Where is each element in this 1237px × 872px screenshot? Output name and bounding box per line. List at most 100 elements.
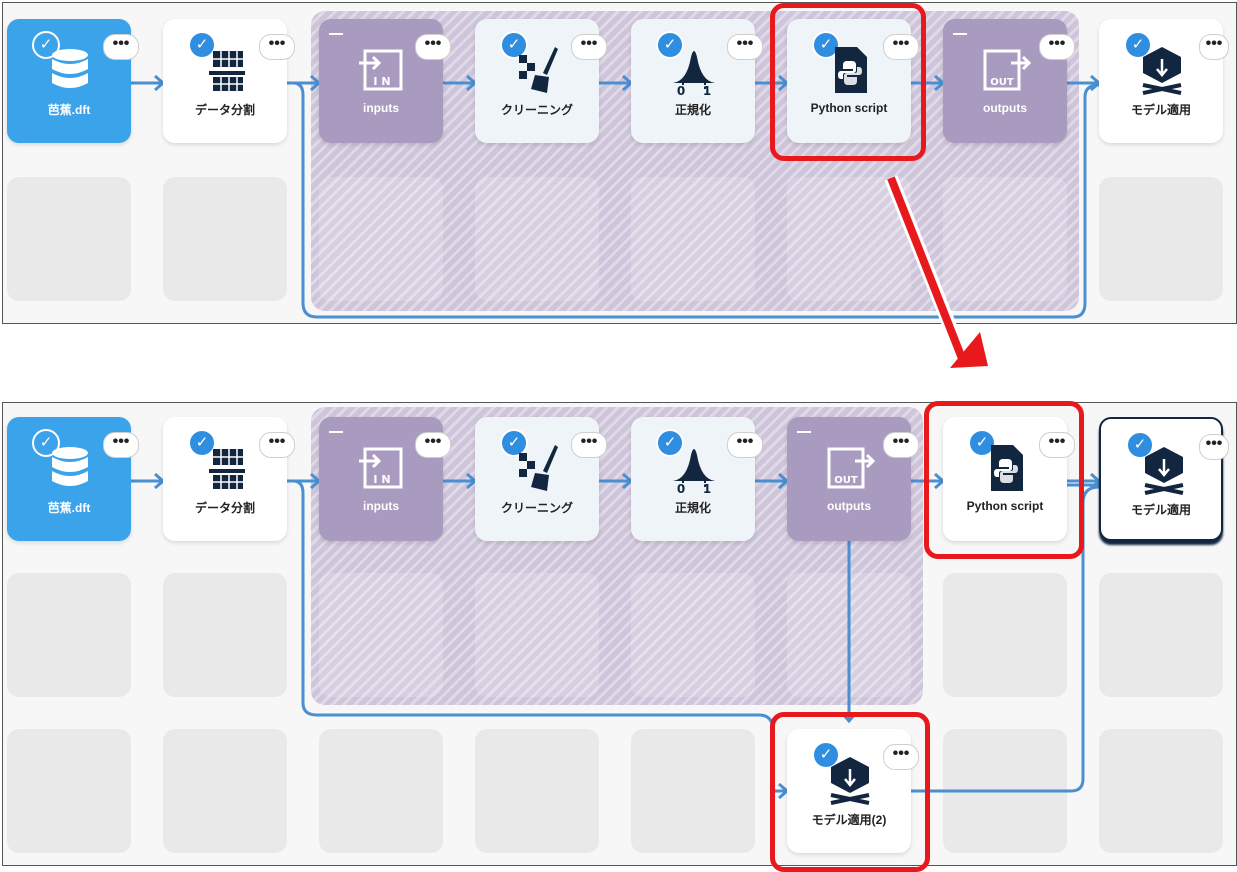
model-cube-icon [1142, 47, 1182, 95]
model-cube-icon [830, 757, 870, 805]
check-icon: ✓ [656, 31, 684, 59]
more-menu-button[interactable]: ••• [571, 34, 607, 60]
node-inputs[interactable]: ••• I N inputs [319, 19, 451, 143]
node-label: 芭蕉.dft [47, 103, 91, 117]
more-menu-button[interactable]: ••• [1199, 434, 1229, 460]
python-file-icon [991, 445, 1023, 491]
node-label: inputs [363, 499, 399, 513]
empty-slot[interactable] [1099, 729, 1223, 853]
node-cleaning[interactable]: ✓ ••• クリーニング [475, 417, 607, 541]
database-icon [52, 49, 88, 88]
more-menu-button[interactable]: ••• [103, 432, 139, 458]
empty-slot[interactable] [1099, 573, 1223, 697]
output-icon: OUT [827, 447, 875, 489]
check-icon: ✓ [500, 429, 528, 457]
empty-slot[interactable] [7, 177, 131, 301]
empty-slot[interactable] [163, 729, 287, 853]
check-icon: ✓ [968, 429, 996, 457]
node-label: データ分割 [194, 103, 255, 117]
output-icon: OUT [983, 49, 1031, 91]
svg-text:0: 0 [677, 84, 685, 95]
node-apply-model[interactable]: ✓ ••• モデル適用 [1099, 417, 1229, 541]
python-file-icon [835, 47, 867, 93]
node-apply-model[interactable]: ✓ ••• モデル適用 [1099, 19, 1229, 143]
check-icon: ✓ [188, 429, 216, 457]
more-menu-button[interactable]: ••• [259, 432, 295, 458]
bell-curve-icon: 0 1 [673, 449, 715, 493]
more-menu-button[interactable]: ••• [1039, 432, 1075, 458]
node-apply-model-2[interactable]: ✓ ••• モデル適用(2) [787, 729, 919, 853]
check-icon: ✓ [1124, 31, 1152, 59]
svg-text:I N: I N [373, 75, 390, 88]
node-label: クリーニング [500, 501, 573, 515]
check-icon: ✓ [500, 31, 528, 59]
node-label: 芭蕉.dft [47, 501, 91, 515]
more-menu-button[interactable]: ••• [1039, 34, 1075, 60]
more-menu-button[interactable]: ••• [883, 432, 919, 458]
more-menu-button[interactable]: ••• [415, 34, 451, 60]
empty-slot[interactable] [1099, 177, 1223, 301]
node-source[interactable]: ✓ ••• 芭蕉.dft [7, 19, 139, 143]
node-label: outputs [827, 499, 871, 513]
node-normalize[interactable]: ✓ ••• 0 1 正規化 [631, 417, 763, 541]
empty-slot[interactable] [163, 573, 287, 697]
check-icon: ✓ [812, 741, 840, 769]
more-menu-button[interactable]: ••• [883, 744, 919, 770]
empty-slot[interactable] [631, 729, 755, 853]
more-menu-button[interactable]: ••• [1199, 34, 1229, 60]
collapse-icon[interactable] [329, 431, 343, 433]
empty-slot[interactable] [319, 729, 443, 853]
node-outputs[interactable]: ••• OUT outputs [787, 417, 919, 541]
node-python-script[interactable]: ✓ ••• Python script [943, 417, 1075, 541]
node-cleaning[interactable]: ✓ ••• クリーニング [475, 19, 607, 143]
svg-text:1: 1 [703, 482, 711, 493]
more-menu-button[interactable]: ••• [259, 34, 295, 60]
node-label: モデル適用 [1130, 103, 1191, 117]
split-grid-icon [209, 51, 245, 91]
check-icon: ✓ [1126, 431, 1154, 459]
svg-text:OUT: OUT [834, 475, 858, 486]
node-label: データ分割 [194, 501, 255, 515]
collapse-icon[interactable] [797, 431, 811, 433]
input-icon: I N [359, 447, 403, 489]
highlight-box [770, 712, 930, 872]
node-source[interactable]: ✓ ••• 芭蕉.dft [7, 417, 139, 541]
more-menu-button[interactable]: ••• [103, 34, 139, 60]
empty-slot[interactable] [475, 729, 599, 853]
empty-slot[interactable] [943, 573, 1067, 697]
check-icon: ✓ [656, 429, 684, 457]
model-cube-icon [1144, 447, 1184, 495]
node-inputs[interactable]: ••• I N inputs [319, 417, 451, 541]
more-menu-button[interactable]: ••• [883, 34, 919, 60]
more-menu-button[interactable]: ••• [571, 432, 607, 458]
svg-text:I N: I N [373, 473, 390, 486]
node-label: outputs [983, 101, 1027, 115]
more-menu-button[interactable]: ••• [727, 34, 763, 60]
broom-icon [519, 47, 558, 93]
svg-text:OUT: OUT [990, 77, 1014, 88]
collapse-icon[interactable] [953, 33, 967, 35]
node-label: Python script [966, 499, 1044, 513]
highlight-box [770, 3, 926, 161]
input-icon: I N [359, 49, 403, 91]
empty-slot[interactable] [163, 177, 287, 301]
more-menu-button[interactable]: ••• [727, 432, 763, 458]
collapse-icon[interactable] [329, 33, 343, 35]
more-menu-button[interactable]: ••• [415, 432, 451, 458]
check-icon: ✓ [188, 31, 216, 59]
empty-slot[interactable] [7, 573, 131, 697]
node-label: クリーニング [500, 103, 573, 117]
node-normalize[interactable]: ✓ ••• 0 1 正規化 [631, 19, 763, 143]
database-icon [52, 447, 88, 486]
flow-canvas-after: ✓ ••• 芭蕉.dft ✓ ••• データ分割 ••• I N inputs … [2, 402, 1237, 866]
node-data-split[interactable]: ✓ ••• データ分割 [163, 417, 295, 541]
node-python-script[interactable]: ✓ ••• Python script [787, 19, 919, 143]
bell-curve-icon: 0 1 [673, 51, 715, 95]
node-outputs[interactable]: ••• OUT outputs [943, 19, 1075, 143]
svg-text:0: 0 [677, 482, 685, 493]
flow-canvas-before: ✓ ••• 芭蕉.dft ✓ ••• データ分割 ••• I N inputs … [2, 2, 1237, 324]
node-data-split[interactable]: ✓ ••• データ分割 [163, 19, 295, 143]
svg-text:1: 1 [703, 84, 711, 95]
empty-slot[interactable] [7, 729, 131, 853]
